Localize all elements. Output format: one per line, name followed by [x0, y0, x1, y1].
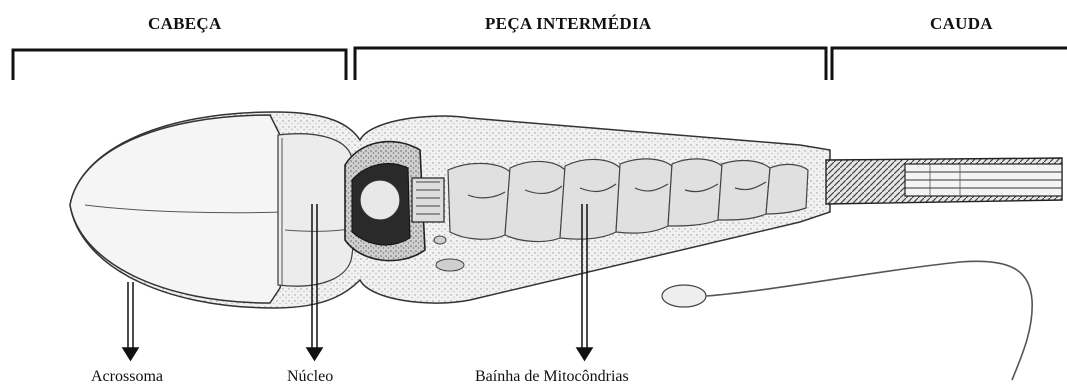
part-label-mitochondrial-sheath: Baínha de Mitocôndrias	[475, 368, 629, 386]
acrosome-cap	[70, 115, 288, 303]
tail-principal-piece	[826, 158, 1062, 204]
arrow-acrosome	[123, 282, 138, 360]
part-label-nucleus: Núcleo	[287, 368, 333, 386]
bracket-head	[13, 50, 346, 80]
nucleus-shape	[278, 134, 354, 286]
part-label-acrosome: Acrossoma	[91, 368, 163, 386]
centriole	[412, 178, 444, 222]
section-label-head: CABEÇA	[148, 14, 222, 34]
bracket-tail	[832, 48, 1067, 80]
bracket-midpiece	[355, 48, 826, 80]
section-label-midpiece: PEÇA INTERMÉDIA	[485, 14, 652, 34]
section-label-tail: CAUDA	[930, 14, 993, 34]
small-sperm-illustration	[662, 261, 1032, 380]
